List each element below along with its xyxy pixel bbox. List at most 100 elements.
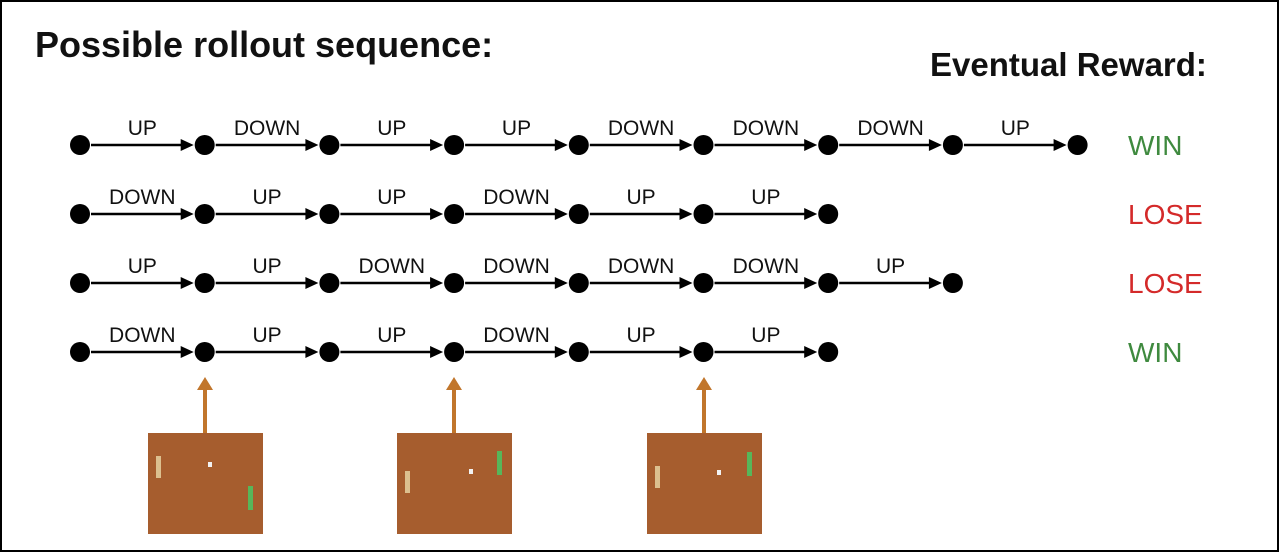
pong-game-frame [148,433,263,534]
state-node [818,135,839,155]
reward-header: Eventual Reward: [930,46,1207,83]
action-label: DOWN [234,117,301,140]
pong-left-paddle [405,471,410,493]
action-label: DOWN [483,255,550,278]
state-node [444,342,465,362]
pong-right-paddle [497,451,502,475]
arrowhead [554,277,568,289]
arrowhead [554,139,568,151]
pong-right-paddle [248,486,253,510]
arrowhead [430,277,444,289]
arrowhead [180,139,194,151]
pong-left-paddle [156,456,161,478]
pointer-arrowhead-icon [196,377,213,390]
arrowhead [804,277,818,289]
pong-right-paddle [747,452,752,476]
state-node [194,135,215,155]
action-label: UP [253,324,282,347]
action-label: DOWN [483,324,550,347]
state-node [818,204,839,224]
state-node [319,204,340,224]
state-node [319,135,340,155]
action-label: UP [627,186,656,209]
state-node [444,204,465,224]
state-node [70,273,90,293]
state-node [693,204,714,224]
arrowhead [679,277,693,289]
action-label: UP [253,255,282,278]
action-label: DOWN [733,255,800,278]
pointer-arrowhead-icon [446,377,463,390]
arrowhead [554,346,568,358]
state-node [319,273,340,293]
action-label: UP [128,117,157,140]
state-node [444,273,465,293]
state-node [818,342,839,362]
arrowhead [679,346,693,358]
arrowhead [305,208,319,220]
action-label: DOWN [608,117,675,140]
pong-ball [208,462,212,467]
state-node [194,204,215,224]
arrowhead [430,346,444,358]
arrowhead [928,277,942,289]
state-node [70,342,90,362]
action-label: DOWN [733,117,800,140]
action-label: DOWN [608,255,675,278]
arrowhead [305,139,319,151]
state-node [693,342,714,362]
pong-left-paddle [655,466,660,488]
arrowhead [804,139,818,151]
action-label: DOWN [359,255,426,278]
state-node [568,204,589,224]
state-node [568,135,589,155]
state-node [319,342,340,362]
reward-label: WIN [1128,337,1182,368]
arrowhead [804,346,818,358]
pointer-arrowhead-icon [695,377,712,390]
action-label: DOWN [483,186,550,209]
frame-pointer-arrow [446,377,463,433]
arrowhead [928,139,942,151]
frame-pointer-arrow [196,377,213,433]
state-node [693,135,714,155]
state-node [70,204,90,224]
arrowhead [180,346,194,358]
pointer-shaft [452,388,457,433]
state-node [70,135,90,155]
state-node [942,273,963,293]
frame-pointer-arrow [695,377,712,433]
arrowhead [679,139,693,151]
pong-ball [717,470,721,475]
action-label: UP [876,255,905,278]
pong-game-frame [397,433,512,534]
arrowhead [679,208,693,220]
page-title: Possible rollout sequence: [35,24,494,65]
action-label: DOWN [109,324,176,347]
arrowhead [804,208,818,220]
state-node [194,273,215,293]
reward-label: WIN [1128,130,1182,161]
pong-game-frame [647,433,762,534]
action-label: UP [1001,117,1030,140]
arrowhead [554,208,568,220]
reward-label: LOSE [1128,268,1203,299]
action-label: UP [502,117,531,140]
state-node [818,273,839,293]
state-node [942,135,963,155]
state-node [1067,135,1088,155]
arrowhead [180,277,194,289]
action-label: UP [253,186,282,209]
state-node [568,342,589,362]
state-node [568,273,589,293]
action-label: UP [627,324,656,347]
action-label: UP [377,117,406,140]
arrowhead [430,208,444,220]
action-label: UP [751,186,780,209]
arrowhead [305,277,319,289]
pointer-shaft [701,388,706,433]
action-label: DOWN [857,117,924,140]
arrowhead [1053,139,1067,151]
